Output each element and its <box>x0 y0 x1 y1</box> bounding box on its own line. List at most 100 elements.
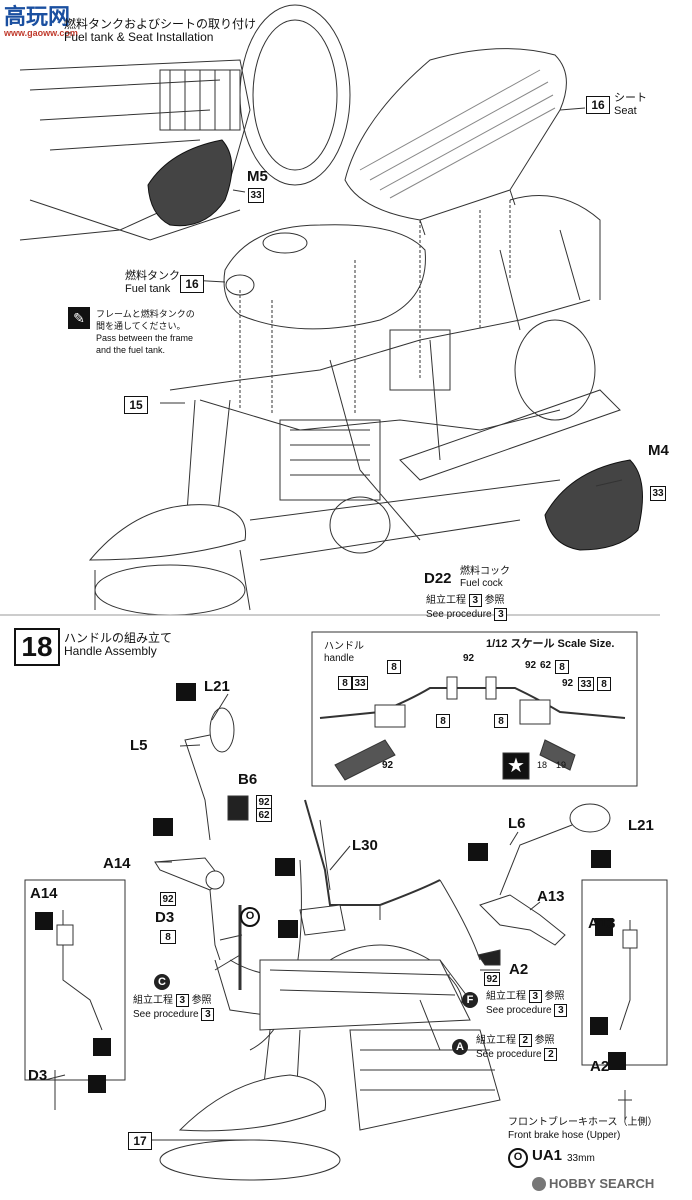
part-l5: L5 <box>130 737 148 754</box>
tank-part-num: 16 <box>180 275 204 293</box>
inset-handle-en: handle <box>324 653 355 664</box>
note-jp-2: 間を通してください。 <box>96 321 186 331</box>
inset-code-8: 62 <box>540 660 552 671</box>
left-panel-a14: A14 <box>30 885 58 902</box>
part-d22: D22 <box>424 570 452 587</box>
a2-code: 92 <box>484 972 500 986</box>
part-l21-left: L21 <box>204 678 230 695</box>
proc-ref-en-row: See procedure 3 <box>426 608 508 622</box>
inset-handle-label: ハンドル handle <box>324 641 364 665</box>
proc-f-num: 3 <box>528 990 542 1003</box>
fuel-cock-jp: 燃料コック <box>460 566 510 577</box>
proc-ref-a: 組立工程 2 参照 See procedure 2 <box>476 1034 558 1062</box>
proc-ref-f: 組立工程 3 参照 See procedure 3 <box>486 990 568 1018</box>
proc-ref-num: 3 <box>468 594 482 607</box>
part-d3: D3 <box>155 909 175 926</box>
watermark-icon <box>532 1176 546 1191</box>
b6-code-2: 62 <box>256 808 272 822</box>
b6-code-1: 92 <box>256 795 272 809</box>
hose-jp: フロントブレーキホース（上側） <box>508 1117 658 1128</box>
part-l30: L30 <box>352 837 378 854</box>
hose-part: UA1 <box>532 1147 563 1164</box>
watermark-text: HOBBY SEARCH <box>549 1176 655 1191</box>
hose-length: 33mm <box>567 1153 595 1164</box>
inset-code-1: 8 <box>338 676 352 690</box>
part-m5: M5 <box>247 168 268 185</box>
watermark-logo: HOBBY SEARCH <box>532 1176 654 1191</box>
inset-code-5: 8 <box>436 714 450 728</box>
note-en-1: Pass between the frame <box>96 333 194 343</box>
d3-code-2: 8 <box>160 930 176 944</box>
step17-note: フレームと燃料タンクの 間を通してください。 Pass between the … <box>96 308 195 356</box>
part-a14: A14 <box>103 855 131 872</box>
star-icon: ★ <box>507 755 525 777</box>
part-b6: B6 <box>238 771 258 788</box>
note-icon: ✎ <box>73 310 85 326</box>
hose-en: Front brake hose (Upper) <box>508 1130 621 1141</box>
step18-header: ハンドルの組み立て Handle Assembly <box>64 632 172 658</box>
inset-code-11: 33 <box>578 677 594 691</box>
proc-c-num: 3 <box>175 994 189 1007</box>
inset-code-2: 33 <box>352 676 368 690</box>
step18-number: 18 <box>14 628 60 666</box>
site-logo-main: 高玩网 <box>4 4 71 29</box>
proc-ref-num-en: 3 <box>494 608 508 621</box>
tank-label: 燃料タンク Fuel tank <box>125 270 180 296</box>
note-en-2: and the fuel tank. <box>96 345 166 355</box>
m4-color-code: 33 <box>650 486 666 501</box>
inset-code-13: 92 <box>382 760 394 771</box>
proc-a-jp: 組立工程 2 参照 <box>476 1034 555 1047</box>
tank-label-en: Fuel tank <box>125 283 171 295</box>
inset-code-14: 18 <box>537 760 548 770</box>
step17-procedure-ref: 組立工程 3 参照 See procedure 3 <box>426 594 508 622</box>
site-logo: 高玩网 www.gaoww.com <box>4 4 78 39</box>
proc-c-jp: 組立工程 3 参照 <box>133 994 212 1007</box>
inset-code-7: 92 <box>525 660 537 671</box>
step17-title-jp: 燃料タンクおよびシートの取り付け <box>64 17 257 31</box>
inset-code-6: 8 <box>494 714 508 728</box>
d3-code-1: 92 <box>160 892 176 906</box>
inset-scale-label: 1/12 スケール Scale Size. <box>486 638 615 650</box>
m5-color-code: 33 <box>248 188 264 203</box>
proc-f-num-en: 3 <box>554 1004 568 1017</box>
step18-title-jp: ハンドルの組み立て <box>64 631 173 645</box>
inset-code-4: 92 <box>463 653 475 664</box>
proc-a-num-en: 2 <box>544 1048 558 1061</box>
callout-c: C <box>154 974 170 990</box>
seat-label: シート Seat <box>614 92 647 118</box>
note-jp-1: フレームと燃料タンクの <box>96 309 195 319</box>
proc-f-en: See procedure 3 <box>486 1004 568 1018</box>
hose-code-o: O <box>508 1148 528 1168</box>
inset-code-3: 8 <box>387 660 401 674</box>
part-l21-right: L21 <box>628 817 654 834</box>
inset-code-10: 92 <box>562 678 574 689</box>
frame-part-num: 15 <box>124 396 148 414</box>
part-a13: A13 <box>537 888 565 905</box>
hose-callout-o: O <box>240 907 260 927</box>
part-l6: L6 <box>508 815 526 832</box>
inset-code-9: 8 <box>555 660 569 674</box>
proc-c-en: See procedure 3 <box>133 1008 215 1022</box>
proc-a-num: 2 <box>518 1034 532 1047</box>
proc-ref-jp-row: 組立工程 3 参照 <box>426 594 505 607</box>
seat-label-en: Seat <box>614 105 637 117</box>
inset-code-12: 8 <box>597 677 611 691</box>
part-17: 17 <box>128 1132 152 1150</box>
site-logo-sub: www.gaoww.com <box>4 28 78 38</box>
tank-label-jp: 燃料タンク <box>125 270 180 282</box>
part-m4: M4 <box>648 442 669 459</box>
right-panel-a13: A13 <box>588 915 616 932</box>
fuel-cock-label: 燃料コック Fuel cock <box>460 566 510 590</box>
proc-f-jp: 組立工程 3 参照 <box>486 990 565 1003</box>
step18-title-en: Handle Assembly <box>64 644 157 658</box>
callout-f: F <box>462 992 478 1008</box>
part-a2: A2 <box>509 961 529 978</box>
proc-ref-c: 組立工程 3 参照 See procedure 3 <box>133 994 215 1022</box>
proc-c-num-en: 3 <box>201 1008 215 1021</box>
step17-title-en: Fuel tank & Seat Installation <box>64 30 214 44</box>
right-panel-a2: A2 <box>590 1058 610 1075</box>
proc-a-en: See procedure 2 <box>476 1048 558 1062</box>
seat-label-jp: シート <box>614 92 647 104</box>
inset-handle-jp: ハンドル <box>324 641 364 652</box>
